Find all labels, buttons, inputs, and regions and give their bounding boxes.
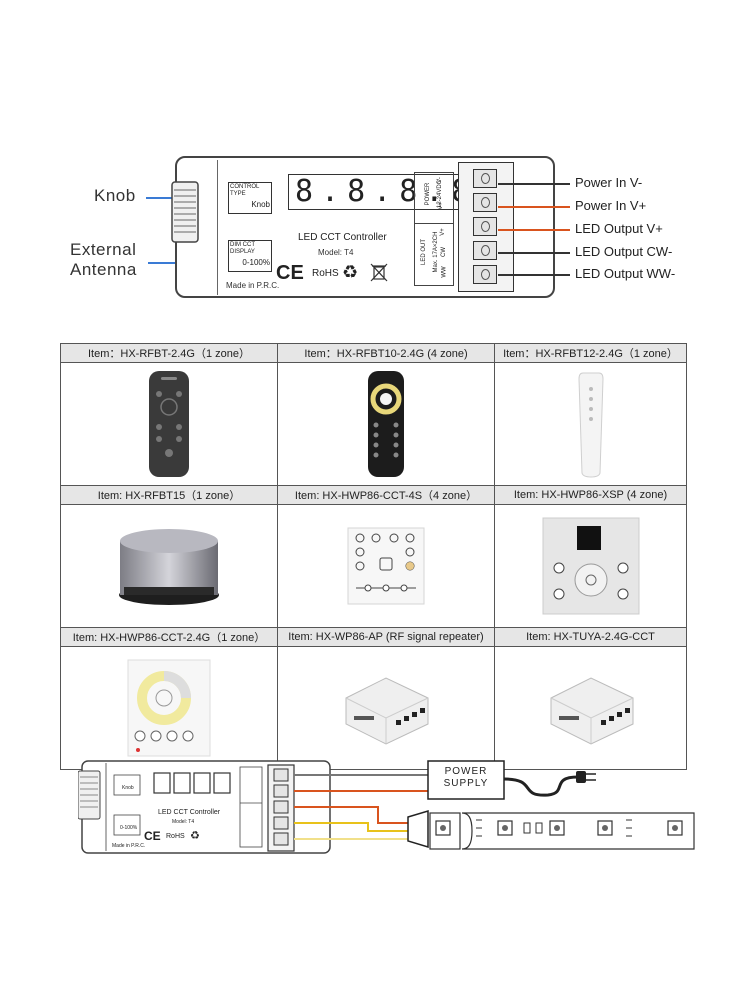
weee-bin-icon <box>370 263 388 282</box>
item-image-cell <box>494 504 687 628</box>
tuya-module-icon <box>495 668 686 748</box>
led-out-rating: LED OUT Max. 17A×2CH V+ CW WW <box>415 225 453 285</box>
terminal-screw <box>473 217 497 236</box>
terminal-wire <box>498 252 570 254</box>
power-v-minus: V- <box>436 177 443 183</box>
display-label: DIM CCT DISPLAY 0-100% <box>228 240 272 272</box>
terminal-label: LED Output WW- <box>575 266 676 281</box>
item-header-row: Item: HX-RFBT15（1 zone）Item: HX-HWP86-CC… <box>60 485 687 505</box>
wall-panel-xsp-icon <box>495 516 686 616</box>
antenna-callout-line1: External <box>70 240 137 259</box>
item-image-cell <box>60 646 278 770</box>
item-image-cell <box>60 504 278 628</box>
rohs-mark: RoHS <box>312 268 339 279</box>
power-cord <box>503 775 579 797</box>
terminal-label: Power In V+ <box>575 198 647 213</box>
terminal-screw <box>473 265 497 284</box>
terminal-label: LED Output CW- <box>575 244 673 259</box>
led-ww: WW <box>441 266 448 278</box>
bottom-ce-mark: CE <box>144 829 161 843</box>
bottom-control-type: Knob <box>122 785 134 791</box>
bottom-wiring-diagram: POWER SUPPLY LED CCT Controller Model: T… <box>78 757 698 857</box>
led-out-rating-value: Max. 17A×2CH <box>433 231 439 273</box>
display-caption: DIM CCT DISPLAY <box>230 242 255 255</box>
item-label: Item：HX-RFBT-2.4G（1 zone） <box>60 343 278 363</box>
bottom-diagram-svg <box>78 760 695 854</box>
model-label: Model: T4 <box>318 248 354 257</box>
strip-connector <box>407 809 429 849</box>
made-in-label: Made in P.R.C. <box>226 281 280 290</box>
power-supply-line2: SUPPLY <box>443 778 489 789</box>
accessory-table: Item：HX-RFBT-2.4G（1 zone）Item：HX-RFBT10-… <box>60 343 687 770</box>
terminal-screw <box>473 169 497 188</box>
item-label: Item：HX-RFBT12-2.4G（1 zone） <box>494 343 687 363</box>
item-image-row <box>60 362 687 486</box>
rating-table: POWER 12-24VDC V- V+ LED OUT Max. 17A×2C… <box>414 172 454 286</box>
remote-white-icon <box>495 369 686 479</box>
recycle-icon: ♻ <box>342 262 359 282</box>
item-header-row: Item：HX-RFBT-2.4G（1 zone）Item：HX-RFBT10-… <box>60 343 687 363</box>
terminal-screw <box>473 241 497 260</box>
remote-wheel-icon <box>278 369 494 479</box>
power-supply-line1: POWER <box>444 766 488 777</box>
plug-icon <box>576 771 586 783</box>
item-header-row: Item: HX-HWP86-CCT-2.4G（1 zone）Item: HX-… <box>60 627 687 647</box>
led-cw: CW <box>441 247 447 257</box>
terminal-label: LED Output V+ <box>575 221 663 236</box>
terminal-label: Power In V- <box>575 175 643 190</box>
bottom-made-in: Made in P.R.C. <box>112 843 146 849</box>
item-image-cell <box>277 504 495 628</box>
led-v-plus: V+ <box>439 228 446 236</box>
item-label: Item: HX-WP86-AP (RF signal repeater) <box>277 627 495 647</box>
knob-callout-line <box>146 197 174 199</box>
wall-panel-cct-icon <box>61 658 277 758</box>
item-label: Item: HX-HWP86-XSP (4 zone) <box>494 485 687 505</box>
item-image-cell <box>277 362 495 486</box>
remote-dark-icon <box>61 369 277 479</box>
knob-icon <box>171 181 199 243</box>
bottom-recycle-icon: ♻ <box>190 830 200 842</box>
item-label: Item: HX-HWP86-CCT-4S（4 zone） <box>277 485 495 505</box>
item-image-row <box>60 504 687 628</box>
power-supply-label: POWER SUPPLY <box>433 766 499 790</box>
power-caption: POWER <box>425 182 431 206</box>
wall-panel-4s-icon <box>278 526 494 606</box>
antenna-callout-line2: Antenna <box>70 260 137 279</box>
body-divider <box>217 160 218 295</box>
item-image-cell <box>494 362 687 486</box>
item-image-cell <box>277 646 495 770</box>
terminal-block <box>458 162 514 292</box>
segment-display: 8.8.8.8 <box>288 174 485 210</box>
bottom-model: Model: T4 <box>172 819 195 825</box>
item-image-row <box>60 646 687 770</box>
terminal-screw <box>473 193 497 212</box>
display-value: 0-100% <box>242 258 270 267</box>
bottom-product-name: LED CCT Controller <box>158 809 221 816</box>
ce-mark: CE <box>276 262 304 284</box>
terminal-wire <box>498 183 570 185</box>
item-label: Item: HX-HWP86-CCT-2.4G（1 zone） <box>60 627 278 647</box>
item-image-cell <box>60 362 278 486</box>
power-v-plus: V+ <box>437 202 444 210</box>
terminal-wire <box>498 274 570 276</box>
terminal-wire <box>498 229 570 231</box>
power-rating: POWER 12-24VDC V- V+ <box>415 173 453 224</box>
terminal-wire <box>498 206 570 208</box>
bottom-rohs-mark: RoHS <box>166 833 185 840</box>
knob-callout: Knob <box>94 186 136 205</box>
bottom-display-value: 0-100% <box>120 825 138 831</box>
item-label: Item：HX-RFBT10-2.4G (4 zone) <box>277 343 495 363</box>
knob-icon <box>61 521 277 611</box>
led-out-caption: LED OUT <box>421 239 427 266</box>
product-name: LED CCT Controller <box>298 232 387 243</box>
led-strip <box>429 812 695 850</box>
item-image-cell <box>494 646 687 770</box>
control-type-label: CONTROL TYPE Knob <box>228 182 272 214</box>
item-label: Item: HX-TUYA-2.4G-CCT <box>494 627 687 647</box>
control-type-value: Knob <box>251 200 270 209</box>
item-label: Item: HX-RFBT15（1 zone） <box>60 485 278 505</box>
repeater-icon <box>278 668 494 748</box>
control-type-caption: CONTROL TYPE <box>230 184 260 197</box>
